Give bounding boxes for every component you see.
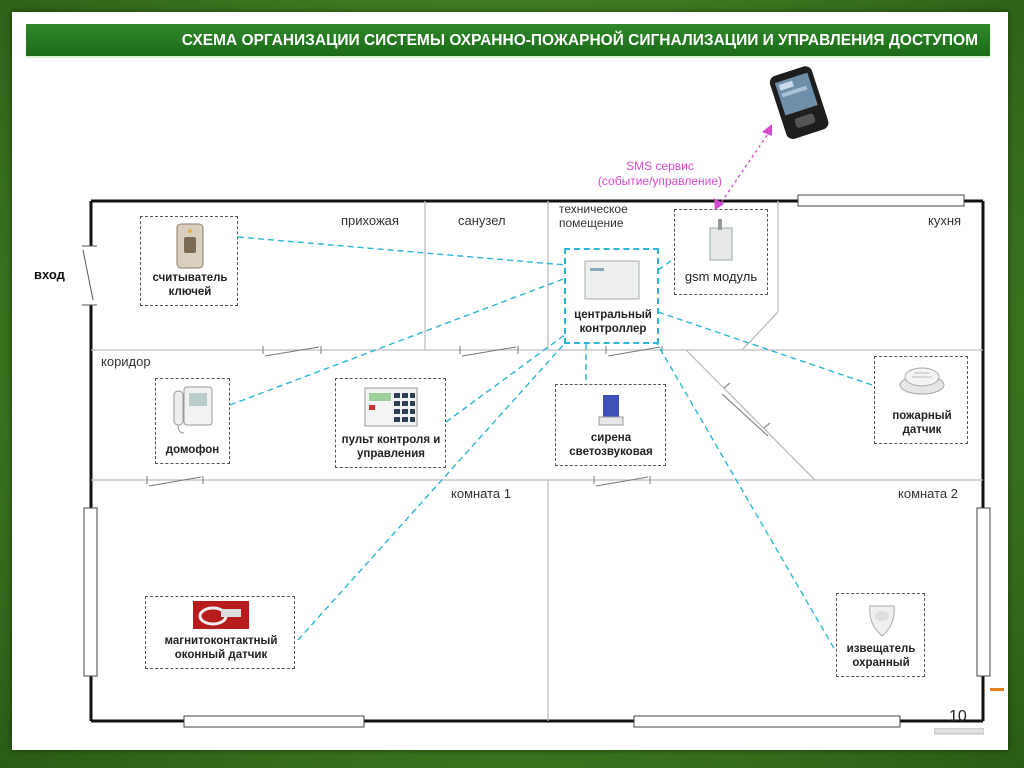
motion-detector-icon: [869, 605, 895, 637]
entry-label: вход: [34, 267, 65, 282]
device-intercom[interactable]: домофон: [155, 378, 230, 464]
sms-label-line2: (событие/управление): [597, 174, 723, 188]
device-motion-sensor[interactable]: извещатель охранный: [836, 593, 925, 677]
sms-label-line1: SMS сервис: [626, 159, 694, 173]
device-key-reader[interactable]: считыватель ключей: [140, 216, 238, 306]
window-sensor-label: магнитоконтактный оконный датчик: [164, 635, 278, 661]
smoke-detector-icon: [899, 367, 945, 395]
page-number-underline: [934, 728, 984, 735]
window-right: [976, 507, 991, 677]
room-hallway: прихожая: [341, 213, 399, 228]
controller-box-icon: [584, 260, 640, 300]
device-window-sensor[interactable]: магнитоконтактный оконный датчик: [145, 596, 295, 669]
link-lines: [229, 236, 876, 651]
room-corridor: коридор: [101, 354, 151, 369]
fire-sensor-label: пожарный датчик: [892, 410, 952, 436]
gsm-module-label: gsm модуль: [684, 269, 758, 284]
control-panel-icon: [364, 387, 418, 427]
device-fire-sensor[interactable]: пожарный датчик: [874, 356, 968, 444]
siren-label: сирена светозвуковая: [569, 432, 653, 458]
orange-accent: [990, 688, 1004, 691]
window-bottom-left: [183, 715, 365, 728]
key-reader-icon: [176, 223, 204, 269]
controller-label: центральный контроллер: [574, 309, 652, 335]
window-left: [83, 507, 98, 677]
window-bottom-right: [633, 715, 901, 728]
device-gsm-module[interactable]: gsm модуль: [674, 209, 768, 295]
room-bathroom: санузел: [458, 213, 506, 228]
room-technical: техническое помещение: [559, 202, 628, 230]
entry-door: [82, 245, 97, 306]
slide-title: СХЕМА ОРГАНИЗАЦИИ СИСТЕМЫ ОХРАННО-ПОЖАРН…: [26, 24, 990, 58]
gsm-module-icon: [709, 219, 733, 261]
key-reader-label: считыватель ключей: [152, 272, 228, 298]
magnetic-sensor-icon: [193, 601, 249, 629]
device-central-controller[interactable]: центральный контроллер: [564, 248, 659, 344]
intercom-label: домофон: [165, 444, 220, 456]
siren-icon: [598, 395, 624, 426]
sms-label: SMS сервис (событие/управление): [585, 159, 735, 189]
motion-sensor-label: извещатель охранный: [846, 643, 916, 669]
device-siren[interactable]: сирена светозвуковая: [555, 384, 666, 466]
room-2: комната 2: [898, 486, 959, 501]
device-control-panel[interactable]: пульт контроля и управления: [335, 378, 446, 468]
page-number: 10: [949, 708, 967, 725]
phone-icon: [769, 66, 829, 139]
window-top-right: [797, 194, 965, 207]
room-kitchen: кухня: [928, 213, 962, 228]
room-1: комната 1: [451, 486, 512, 501]
intercom-icon: [173, 386, 213, 434]
control-panel-label: пульт контроля и управления: [341, 434, 441, 460]
